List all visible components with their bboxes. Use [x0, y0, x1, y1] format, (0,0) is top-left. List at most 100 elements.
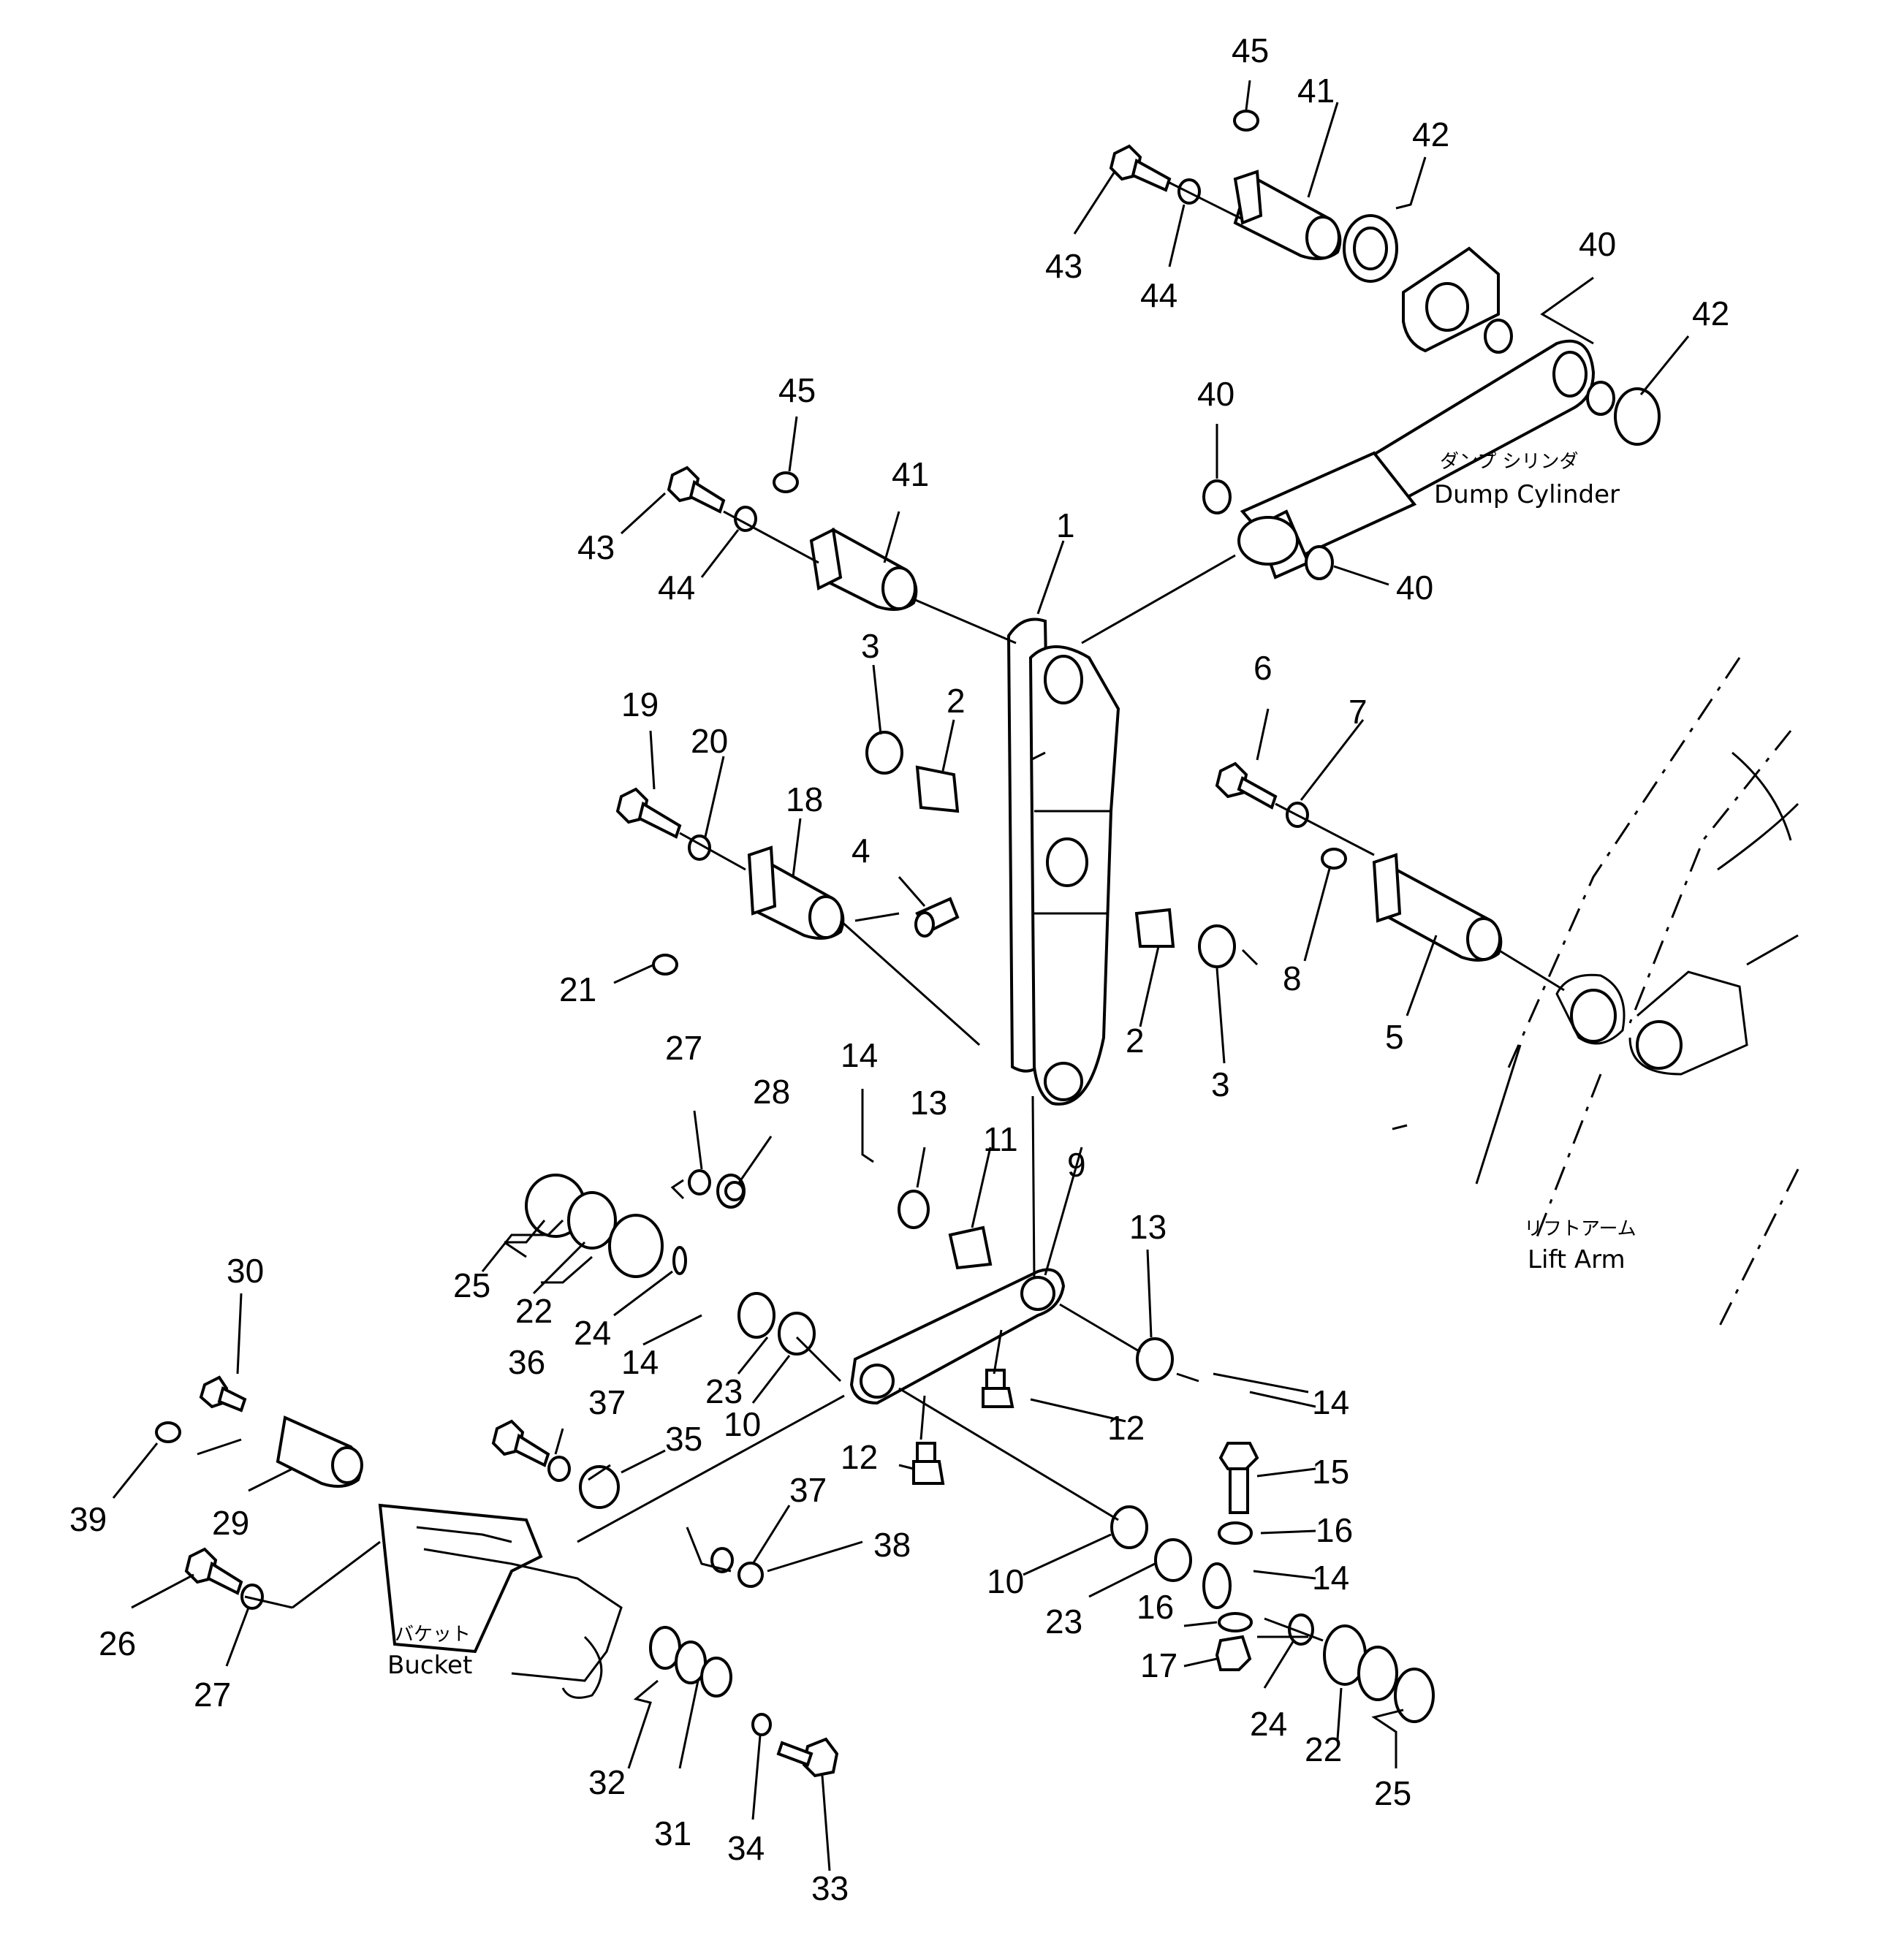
callout-number: 16 [1137, 1588, 1174, 1626]
callout-number: 2 [947, 682, 966, 720]
bucket-link [849, 1268, 1066, 1405]
callout-number: 41 [1297, 72, 1335, 110]
component-captions: ダンプ シリンダ Dump Cylinder リフトアーム Lift Arm バ… [387, 451, 1636, 1680]
grease-fitting-12-right [982, 1369, 1014, 1408]
callout-number: 40 [1396, 569, 1433, 607]
callout-number: 16 [1316, 1511, 1353, 1549]
callout-number: 18 [786, 780, 823, 818]
callout-number: 3 [1211, 1065, 1230, 1103]
callout-number: 30 [227, 1252, 264, 1290]
bucket [378, 1503, 623, 1699]
callout-number: 15 [1312, 1453, 1349, 1491]
lift-arm-label-en: Lift Arm [1528, 1245, 1626, 1274]
callout-number: 44 [658, 569, 695, 607]
callout-number: 29 [212, 1504, 249, 1542]
bolt-33 [776, 1737, 839, 1778]
grease-fitting-30 [199, 1375, 247, 1413]
callout-number: 28 [753, 1073, 790, 1111]
bellcrank-lever [1006, 617, 1120, 1106]
callout-number: 41 [892, 455, 929, 493]
bolt-36 [491, 1419, 550, 1467]
callout-number: 13 [910, 1084, 947, 1122]
callout-number: 37 [789, 1471, 827, 1509]
callout-number: 12 [841, 1438, 878, 1476]
callout-number: 27 [665, 1029, 702, 1067]
callout-number: 25 [1374, 1774, 1411, 1812]
callout-number: 22 [1305, 1730, 1342, 1768]
callout-number: 5 [1385, 1018, 1404, 1056]
bolt-43-middle [667, 465, 726, 514]
grease-fitting-4 [914, 897, 960, 938]
dump-cylinder-bracket [1402, 246, 1500, 353]
callout-number: 34 [727, 1829, 765, 1867]
callout-number: 17 [1140, 1646, 1177, 1684]
bolt-6 [1215, 761, 1278, 810]
callout-number: 23 [1045, 1603, 1082, 1641]
callout-number: 39 [69, 1500, 107, 1538]
callout-number: 42 [1692, 294, 1729, 332]
bolt-19 [615, 787, 682, 839]
callout-number: 12 [1107, 1409, 1145, 1447]
callout-number: 14 [841, 1036, 878, 1074]
pin-29 [276, 1415, 363, 1488]
callout-number: 40 [1579, 225, 1616, 263]
callout-number: 4 [852, 832, 871, 870]
callout-number: 27 [194, 1676, 231, 1714]
bucket-label-jp: バケット [395, 1624, 471, 1646]
callout-number: 22 [515, 1292, 553, 1330]
callout-number: 14 [1312, 1559, 1349, 1597]
bucket-label-en: Bucket [387, 1651, 472, 1680]
callout-number: 45 [778, 371, 816, 409]
lift-arm-label-jp: リフトアーム [1524, 1218, 1636, 1240]
callout-number: 35 [665, 1420, 702, 1458]
dump-cylinder-label-jp: ダンプ シリンダ [1440, 451, 1579, 473]
callout-number: 7 [1349, 693, 1368, 731]
callout-number: 3 [861, 627, 880, 665]
leader-lines [112, 80, 1690, 1871]
callout-number: 36 [508, 1343, 545, 1381]
callout-number: 21 [559, 970, 596, 1008]
callout-number: 26 [99, 1624, 136, 1662]
callout-number: 32 [588, 1763, 626, 1801]
callout-number: 19 [621, 685, 659, 723]
lift-arm [1475, 657, 1799, 1331]
callout-number: 44 [1140, 276, 1177, 314]
callout-number: 45 [1232, 31, 1269, 69]
pin-41-middle [809, 527, 918, 611]
pin-5 [1372, 853, 1503, 962]
washers-and-bushings [240, 178, 1661, 1736]
dump-cylinder-label-en: Dump Cylinder [1434, 480, 1620, 509]
callout-number: 14 [1312, 1383, 1349, 1421]
callout-number: 37 [588, 1383, 626, 1421]
callout-number: 14 [621, 1343, 659, 1381]
bolt-15 [1218, 1442, 1259, 1514]
dump-cylinder [1237, 339, 1596, 579]
callout-number: 8 [1283, 959, 1302, 997]
callout-numbers: 45 41 42 43 44 40 42 40 40 45 41 43 44 1… [69, 31, 1729, 1907]
pin-18 [747, 845, 845, 940]
callout-number: 24 [574, 1314, 611, 1352]
callout-number: 2 [1126, 1022, 1145, 1060]
callout-number: 25 [453, 1266, 490, 1304]
bolt-26 [184, 1547, 243, 1595]
callout-number: 23 [705, 1372, 743, 1410]
pin-41-top [1233, 170, 1342, 260]
callout-number: 33 [811, 1869, 849, 1907]
callout-number: 1 [1056, 506, 1075, 544]
callout-number: 10 [987, 1562, 1024, 1600]
callout-number: 42 [1412, 115, 1449, 153]
callout-number: 38 [873, 1526, 911, 1564]
grease-fitting-12-left [912, 1442, 945, 1485]
callout-number: 9 [1067, 1146, 1086, 1184]
callout-number: 24 [1250, 1705, 1287, 1743]
callout-number: 43 [577, 528, 615, 566]
callout-number: 11 [983, 1120, 1018, 1158]
callout-number: 13 [1129, 1208, 1167, 1246]
callout-number: 10 [724, 1405, 761, 1443]
callout-number: 40 [1197, 375, 1234, 413]
callout-number: 43 [1045, 247, 1082, 285]
assembly-lines [197, 181, 1565, 1642]
callout-number: 6 [1253, 649, 1273, 687]
plug-parts [155, 110, 1347, 1443]
